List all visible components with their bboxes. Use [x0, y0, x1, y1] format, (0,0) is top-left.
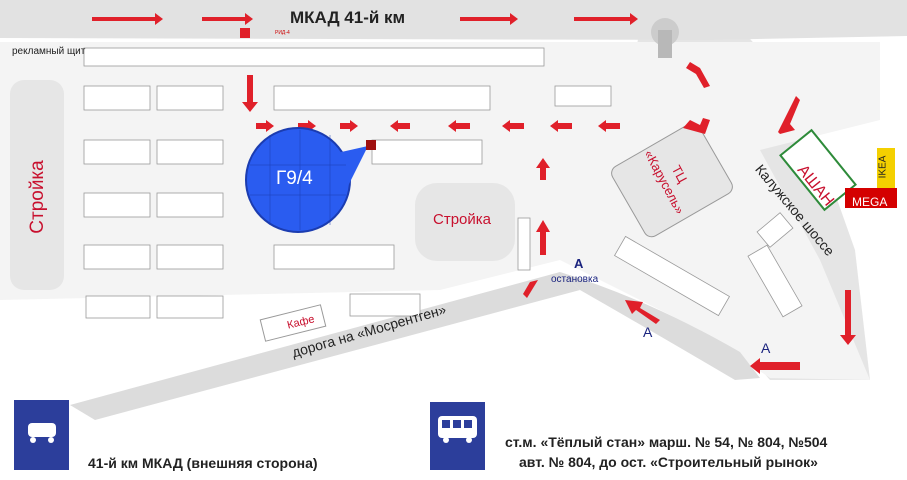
- car-sign: [14, 400, 69, 470]
- overpass-icon: [651, 18, 679, 58]
- bus-directions-line1: ст.м. «Тёплый стан» марш. № 54, № 804, №…: [505, 434, 828, 450]
- mall-block: [611, 122, 733, 238]
- target-grid: [250, 130, 346, 230]
- construction-left-label: Стройка: [27, 160, 48, 234]
- mosrentgen-road: [70, 272, 580, 420]
- stop-letter-3: A: [761, 340, 771, 356]
- parking-stripes: [517, 212, 803, 318]
- construction-center-label: Стройка: [433, 211, 492, 228]
- mega-label: MEGA: [852, 195, 888, 209]
- stop-label: остановка: [551, 274, 599, 285]
- auchan-sign: [779, 128, 857, 212]
- mega-sign: [845, 188, 897, 208]
- car-directions: 41-й км МКАД (внешняя сторона): [88, 455, 318, 471]
- cafe-block: [259, 304, 327, 342]
- route-arrows: [92, 13, 856, 374]
- bus-directions-line2: авт. № 804, до ост. «Строительный рынок»: [519, 454, 818, 470]
- target-marker: [245, 127, 376, 233]
- construction-center-block: [415, 183, 515, 261]
- ikea-label: IKEA: [877, 155, 889, 179]
- ring-marker: РИД-4: [275, 30, 290, 36]
- ikea-sign: [877, 148, 895, 188]
- ramp-road: [560, 272, 760, 380]
- billboard-label: рекламный щит: [12, 46, 86, 57]
- target-label: Г9/4: [276, 168, 313, 189]
- stop-letter-2: A: [643, 324, 653, 340]
- stall-rows: [83, 47, 612, 319]
- road-title: МКАД 41-й км: [290, 8, 406, 27]
- bus-sign: [430, 402, 485, 470]
- construction-left-block: [10, 80, 64, 290]
- stop-letter-1: A: [574, 256, 584, 271]
